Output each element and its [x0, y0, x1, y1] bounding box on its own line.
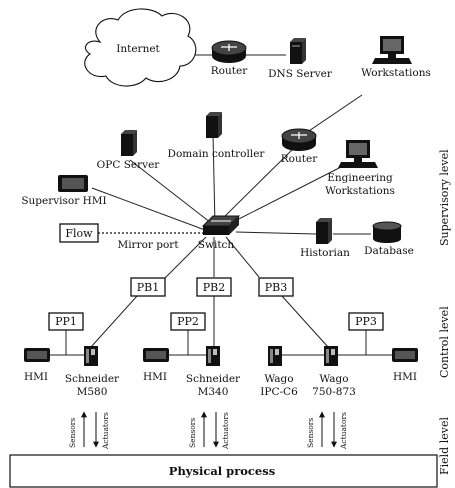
hmi-icon-supervisor — [58, 175, 88, 192]
network-links — [50, 54, 394, 356]
sensors-label-1: Sensors — [68, 418, 77, 448]
router-top-label: Router — [211, 65, 248, 77]
sensors-label-3: Sensors — [306, 418, 315, 448]
plc-3-label-1: Wago — [264, 373, 293, 385]
mirror-port-label: Mirror port — [117, 239, 179, 251]
pp3-label: PP3 — [355, 315, 377, 328]
router-icon-top — [211, 40, 247, 63]
hmi-icon-1 — [24, 348, 50, 362]
plc-4-label-1: Wago — [319, 373, 348, 385]
engineering-workstations-label-2: Workstations — [325, 185, 395, 197]
pb1-box — [130, 277, 166, 297]
pp2-box — [170, 312, 206, 331]
server-icon-dns — [290, 38, 306, 64]
flow-label: Flow — [65, 227, 93, 240]
router-icon-mid — [281, 128, 317, 151]
control-level-label: Control level — [438, 306, 451, 378]
switch-icon — [201, 215, 241, 235]
hmi-1-label: HMI — [24, 371, 48, 383]
opc-server-label: OPC Server — [97, 159, 161, 171]
actuators-label-2: Actuators — [221, 412, 230, 450]
plc-4-label-2: 750-873 — [312, 386, 356, 398]
physical-process-label: Physical process — [169, 464, 275, 478]
plc-2-label-2: M340 — [198, 386, 229, 398]
plc-icon-schneider-m340 — [206, 346, 220, 366]
plc-icon-schneider-m580 — [84, 346, 98, 366]
server-icon-historian — [316, 218, 332, 244]
supervisor-hmi-label: Supervisor HMI — [21, 195, 106, 207]
router-mid-label: Router — [281, 153, 318, 165]
pp1-label: PP1 — [55, 315, 77, 328]
internet-label: Internet — [116, 43, 160, 55]
plc-icon-wago-ipc-c6 — [268, 346, 282, 366]
pp1-box — [48, 312, 84, 331]
workstation-icon-top — [372, 36, 412, 64]
plc-1-label-1: Schneider — [65, 373, 120, 385]
field-level-label: Field level — [438, 417, 451, 475]
pb1-label: PB1 — [137, 281, 159, 294]
plc-1-label-2: M580 — [77, 386, 108, 398]
internet-cloud: Internet — [84, 8, 197, 87]
pb2-box — [196, 277, 232, 297]
pb3-label: PB3 — [265, 281, 287, 294]
server-icon-opc — [121, 130, 137, 156]
physical-process-box — [9, 454, 438, 488]
pb3-box — [258, 277, 294, 297]
pp3-box — [348, 312, 384, 331]
database-label: Database — [364, 245, 414, 257]
hmi-3-label: HMI — [393, 371, 417, 383]
sensors-label-2: Sensors — [188, 418, 197, 448]
dns-server-label: DNS Server — [268, 68, 333, 80]
actuators-label-1: Actuators — [101, 412, 110, 450]
pb2-label: PB2 — [203, 281, 225, 294]
supervisory-level-label: Supervisory level — [438, 149, 451, 246]
engineering-workstations-label-1: Engineering — [327, 172, 393, 184]
pp2-label: PP2 — [177, 315, 199, 328]
hmi-2-label: HMI — [143, 371, 167, 383]
hmi-icon-3 — [392, 348, 418, 362]
plc-icon-wago-750-873 — [324, 346, 338, 366]
plc-2-label-1: Schneider — [186, 373, 241, 385]
workstation-icon-engineering — [338, 140, 378, 168]
actuators-label-3: Actuators — [339, 412, 348, 450]
flow-box — [59, 223, 99, 243]
io-arrows — [81, 411, 337, 448]
historian-label: Historian — [300, 247, 350, 259]
domain-controller-label: Domain controller — [168, 148, 266, 160]
hmi-icon-2 — [143, 348, 169, 362]
plc-3-label-2: IPC-C6 — [260, 386, 298, 398]
database-icon — [372, 221, 402, 243]
switch-label: Switch — [198, 239, 235, 251]
workstations-label: Workstations — [361, 67, 431, 79]
server-icon-domain-controller — [206, 112, 222, 138]
